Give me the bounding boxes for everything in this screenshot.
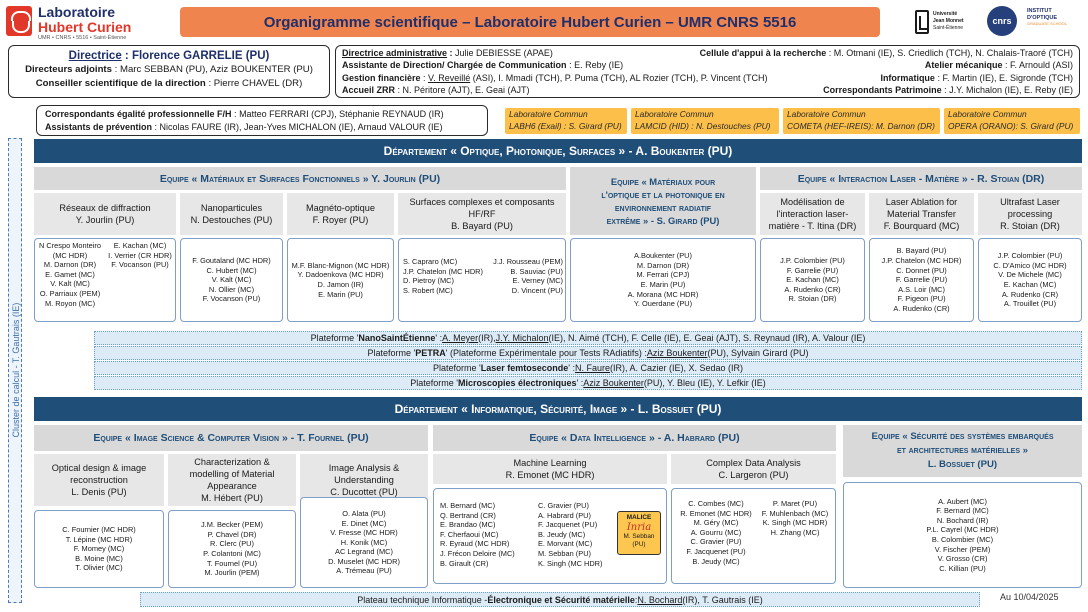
team-ilm-header: Equipe « Interaction Laser - Matière » -… <box>760 167 1082 190</box>
platform-petra: Plateforme 'PETRA' (Plateforme Expérimen… <box>94 346 1082 360</box>
institut-optique-logo: INSTITUT D'OPTIQUE GRADUATE SCHOOL <box>1027 8 1085 26</box>
direction-box: Directrice : Florence GARRELIE (PU) Dire… <box>8 45 330 98</box>
members-laser-ablation: B. Bayard (PU)J.P. Chatelon (MC HDR)C. D… <box>869 238 974 322</box>
ujm-logo-line3: Saint-Étienne <box>933 25 964 31</box>
ujm-logo-line2: Jean Monnet <box>933 18 964 24</box>
lab-logo-tagline: UMR • CNRS • 5516 • Saint-Étienne <box>38 35 127 41</box>
dept-optics-title: Département « Optique, Photonique, Surfa… <box>34 139 1082 163</box>
dept-computing-title: Département « Informatique, Sécurité, Im… <box>34 397 1082 421</box>
cnrs-logo: cnrs <box>987 6 1017 36</box>
admin-workshop-line: Atelier mécanique : F. Arnould (ASI) <box>924 60 1073 71</box>
footer-date: Au 10/04/2025 <box>1000 592 1059 602</box>
team-security-header: Equipe « Sécurité des systèmes embarqués… <box>843 425 1082 477</box>
ujm-logo: Université Jean Monnet Saint-Étienne <box>915 8 975 36</box>
advisor-label: Conseiller scientifique de la direction <box>35 78 206 89</box>
director-label: Directrice <box>68 50 122 62</box>
ujm-logo-icon <box>915 10 929 34</box>
director-name: Florence GARRELIE (PU) <box>131 50 270 62</box>
footer-tech-platform: Plateau technique Informatique - Électro… <box>140 592 980 607</box>
platform-nanosaintetienne: Plateforme 'NanoSaintÉtienne' : A. Meyer… <box>94 331 1082 345</box>
administration-left: Directrice administrative : Julie DEBIES… <box>342 47 812 97</box>
team-mfs-header: Equipe « Matériaux et Surfaces Fonctionn… <box>34 167 566 190</box>
partner-logos: Université Jean Monnet Saint-Étienne cnr… <box>915 6 1085 38</box>
admin-support-line: Cellule d'appui à la recherche : M. Otma… <box>699 48 1073 58</box>
deputies-names: Marc SEBBAN (PU), Aziz BOUKENTER (PU) <box>119 64 313 75</box>
admin-heritage-line: Correspondants Patrimoine : J.Y. Michalo… <box>823 85 1073 96</box>
deputies-label: Directeurs adjoints <box>25 64 112 75</box>
io-logo-line3: GRADUATE SCHOOL <box>1027 21 1067 26</box>
cluster-sidebar: Cluster de calcul - T. Gautrais (IE) <box>8 138 22 603</box>
io-logo-line1: INSTITUT <box>1027 8 1052 14</box>
platform-femtosecond-laser: Plateforme 'Laser femtoseconde' : N. Fau… <box>94 361 1082 375</box>
admin-assistant-line: Assistante de Direction/ Chargée de Comm… <box>342 60 624 71</box>
admin-zrr-line: Accueil ZRR : N. Péritore (AJT), E. Geai… <box>342 85 530 96</box>
admin-director-line: Directrice administrative : Julie DEBIES… <box>342 48 553 58</box>
equality-prevention-box: Correspondants égalité professionnelle F… <box>36 105 488 136</box>
lab-logo-icon <box>6 6 32 36</box>
inria-logo: Inria <box>626 522 652 533</box>
administration-right: Cellule d'appui à la recherche : M. Otma… <box>700 47 1073 97</box>
members-material-appearance: J.M. Becker (PEM)P. Chavel (DR)R. Clerc … <box>168 510 296 588</box>
ujm-logo-line1: Université <box>933 11 958 17</box>
members-mop: A.Boukenter (PU)M. Darnon (DR)M. Ferrari… <box>570 238 756 322</box>
page-title: Organigramme scientifique – Laboratoire … <box>180 7 880 37</box>
members-complex-data: C. Combes (MC)R. Emonet (MC HDR)M. Géry … <box>671 488 836 584</box>
members-machine-learning: M. Bernard (MC)Q. Bertrand (CR)E. Branda… <box>433 488 667 584</box>
lab-logo: Laboratoire Hubert Curien UMR • CNRS • 5… <box>6 4 156 41</box>
members-magneto-optics: M.F. Blanc-Mignon (MC HDR)Y. Dadoenkova … <box>287 238 394 322</box>
lab-logo-name-line2: Hubert Curien <box>38 19 132 35</box>
members-laser-modelling: J.P. Colombier (PU)F. Garrelie (PU)E. Ka… <box>760 238 865 322</box>
prevention-line: Assistants de prévention : Nicolas FAURE… <box>45 122 443 132</box>
malice-inria-badge: MALICE Inria M. Sebban (PU) <box>617 511 661 555</box>
advisor-name: Pierre CHAVEL (DR) <box>213 78 303 89</box>
platform-electron-microscopy: Plateforme 'Microscopies électroniques' … <box>94 376 1082 390</box>
io-logo-line2: D'OPTIQUE <box>1027 14 1058 21</box>
members-optical-design: C. Fournier (MC HDR)T. Lépine (MC HDR)F.… <box>34 510 164 588</box>
members-security: A. Aubert (MC)F. Bernard (MC)N. Bochard … <box>843 482 1082 588</box>
admin-it-line: Informatique : F. Martin (IE), E. Sigron… <box>880 72 1073 83</box>
advisor-line: Conseiller scientifique de la direction … <box>35 78 303 89</box>
members-diffraction: N Crespo Monteiro(MC HDR)M. Darnon (DR)E… <box>34 238 176 322</box>
lab-logo-name-line1: Laboratoire <box>38 4 116 20</box>
team-iscv-header: Equipe « Image Science & Computer Vision… <box>34 425 428 451</box>
members-image-analysis: O. Alata (PU)E. Dinet (MC)V. Fresse (MC … <box>300 497 428 588</box>
deputies-line: Directeurs adjoints : Marc SEBBAN (PU), … <box>25 64 313 75</box>
members-ultrafast-laser: J.P. Colombier (PU)C. D'Amico (MC HDR)V.… <box>978 238 1082 322</box>
team-di-header: Equipe « Data Intelligence » - A. Habrar… <box>433 425 836 451</box>
members-nanoparticles: F. Goutaland (MC HDR)C. Hubert (MC)V. Ka… <box>180 238 283 322</box>
cluster-label: Cluster de calcul - T. Gautrais (IE) <box>11 302 21 438</box>
director-line: Directrice : Florence GARRELIE (PU) <box>68 50 270 62</box>
members-complex-surfaces: S. Capraro (MC)J.P. Chatelon (MC HDR)D. … <box>398 238 566 322</box>
administration-box: Directrice administrative : Julie DEBIES… <box>335 45 1080 98</box>
equality-line: Correspondants égalité professionnelle F… <box>45 109 444 119</box>
admin-finance-line: Gestion financière : V. Reveillé (ASI), … <box>342 72 768 83</box>
